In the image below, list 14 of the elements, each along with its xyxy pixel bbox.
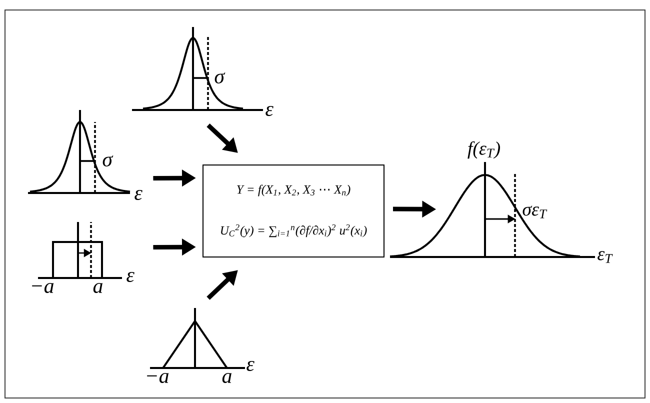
limit-label: −a <box>147 372 168 384</box>
limit-label: −a <box>32 282 54 294</box>
sigma-label: σ <box>214 72 226 84</box>
axis-label: ε <box>246 360 254 372</box>
axis-label: ε <box>134 190 142 200</box>
axis-label: ε <box>266 106 274 116</box>
limit-label: a <box>93 282 102 294</box>
limit-label: a <box>222 372 232 384</box>
axis-label: ε$_{T}$ <box>598 251 613 263</box>
sigma-label: σ <box>102 156 114 166</box>
function-label: f(ε$_{T}$) <box>468 141 500 159</box>
sigma-label: σε$_{T}$ <box>522 206 548 218</box>
axis-label: ε <box>126 272 134 282</box>
formula-box: Y = f(X$_{1}$, X$_{2}$, X$_{3}$ ⋯ X$_{n}$) U$_{C}$$^{2}$(y) = ∑$_{i=1}$$^{n}$(∂f/∂x$_{i}$)$^{2}$ u$^{2}$(x$_{i}$) <box>202 164 384 258</box>
